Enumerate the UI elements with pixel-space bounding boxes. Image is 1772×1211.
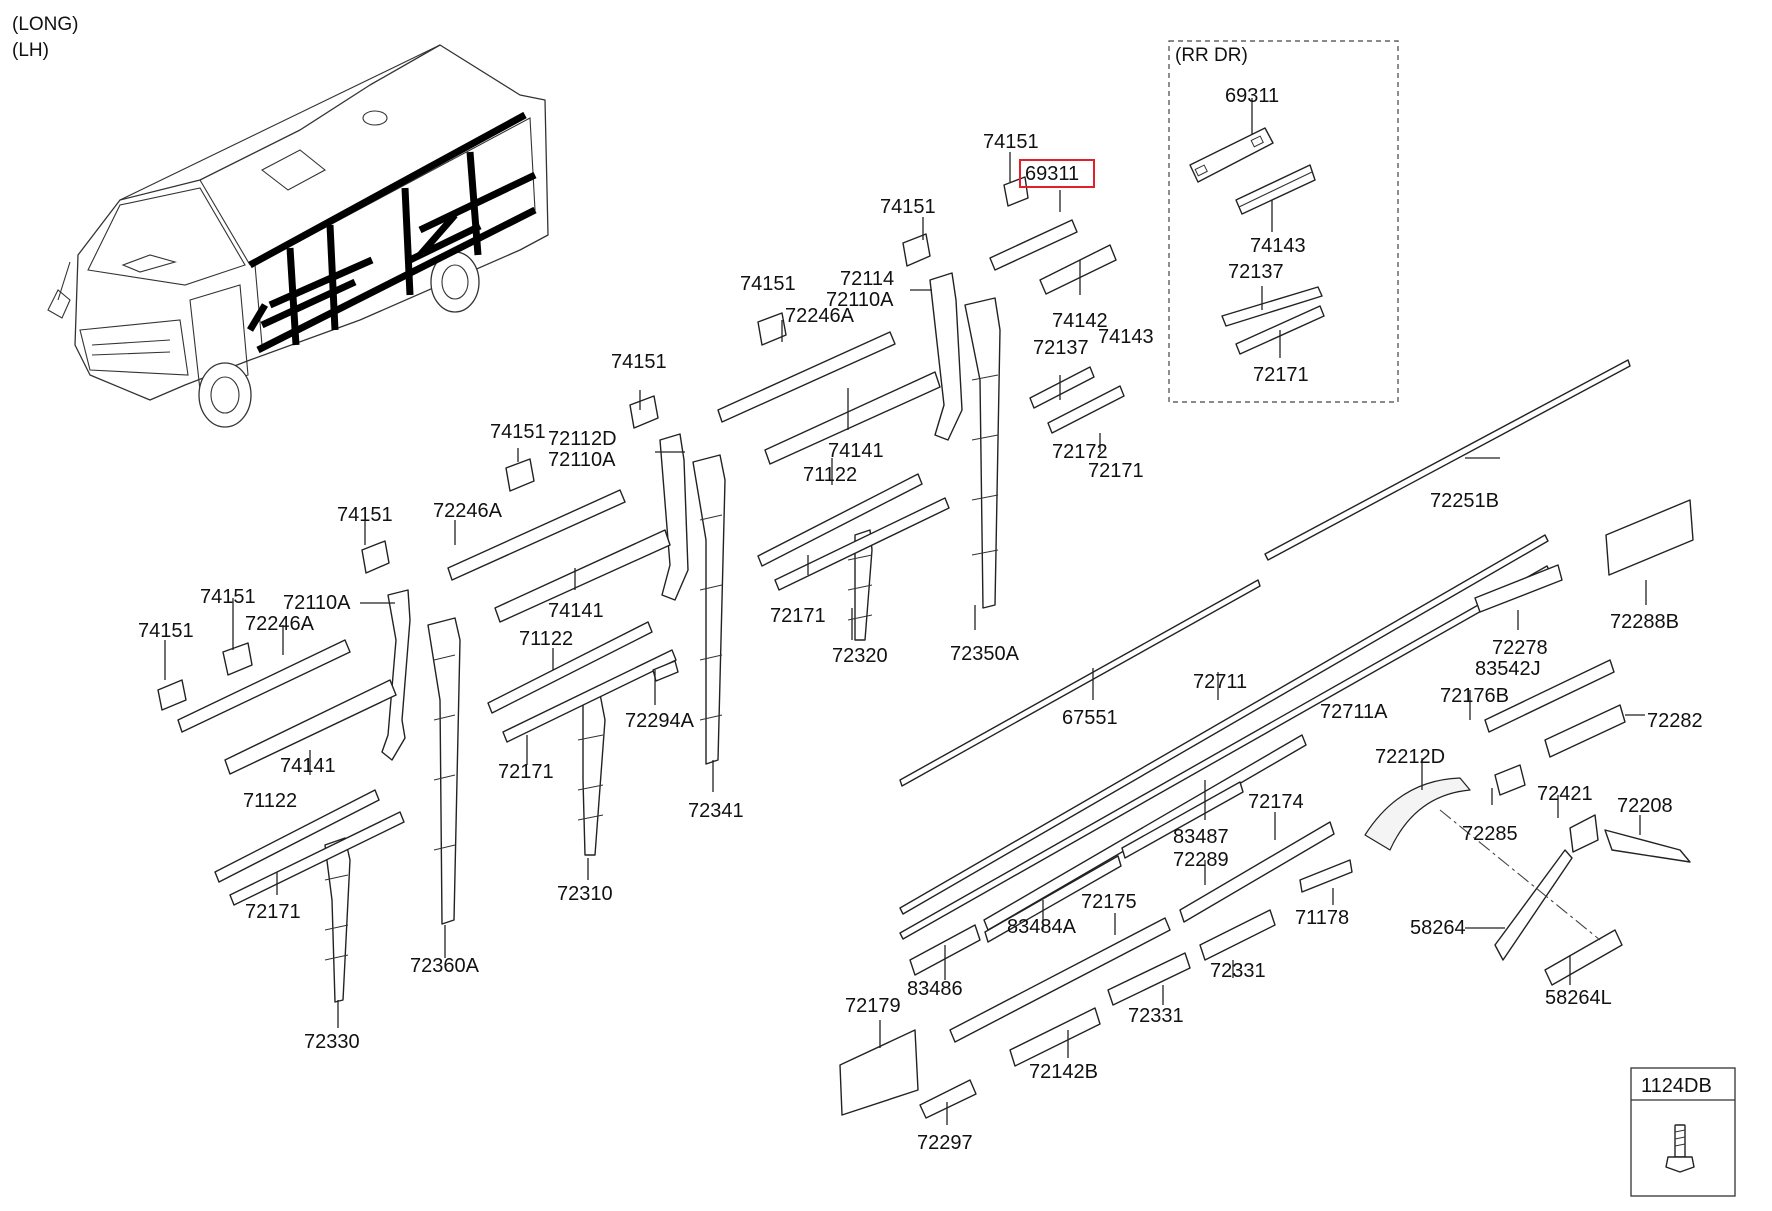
fastener-label[interactable]: 1124DB (1641, 1075, 1712, 1097)
side-note: (LH) (12, 40, 49, 61)
part-label-72331[interactable]: 72331 (1128, 1005, 1184, 1027)
part-label-83486[interactable]: 83486 (907, 978, 963, 1000)
fastener-box: 1124DB (1630, 1067, 1736, 1197)
part-label-74151[interactable]: 74151 (490, 421, 546, 443)
part-label-58264L[interactable]: 58264L (1545, 987, 1612, 1009)
part-label-72711A[interactable]: 72711A (1320, 701, 1388, 723)
part-label-74151[interactable]: 74151 (740, 273, 796, 295)
rails (177, 219, 1125, 906)
part-label-72341[interactable]: 72341 (688, 800, 744, 822)
model-note: (LONG) (12, 14, 79, 35)
part-label-69311-highlighted[interactable]: 69311 (1025, 163, 1079, 185)
inset-part-label-72171[interactable]: 72171 (1253, 364, 1309, 386)
part-label-83487[interactable]: 83487 (1173, 826, 1229, 848)
part-label-72112D[interactable]: 72112D (548, 428, 617, 450)
part-label-72288B[interactable]: 72288B (1610, 611, 1679, 633)
part-label-72176B[interactable]: 72176B (1440, 685, 1509, 707)
inset-part-label-72137[interactable]: 72137 (1228, 261, 1284, 283)
pillars (324, 272, 1001, 1003)
part-label-74151[interactable]: 74151 (337, 504, 393, 526)
part-label-72171[interactable]: 72171 (245, 901, 301, 923)
part-label-72179[interactable]: 72179 (845, 995, 901, 1017)
part-label-72142B[interactable]: 72142B (1029, 1061, 1098, 1083)
part-label-74151[interactable]: 74151 (200, 586, 256, 608)
part-label-74151[interactable]: 74151 (880, 196, 936, 218)
part-label-72208[interactable]: 72208 (1617, 795, 1673, 817)
part-label-74151[interactable]: 74151 (983, 131, 1039, 153)
part-label-72137[interactable]: 72137 (1033, 337, 1089, 359)
highlight-box (1019, 159, 1095, 188)
part-label-71122[interactable]: 71122 (243, 790, 297, 812)
part-label-72711[interactable]: 72711 (1193, 671, 1247, 693)
part-label-72212D[interactable]: 72212D (1375, 746, 1445, 768)
part-label-72110A[interactable]: 72110A (826, 289, 894, 311)
part-label-74151[interactable]: 74151 (611, 351, 667, 373)
part-label-71122[interactable]: 71122 (519, 628, 573, 650)
part-label-58264[interactable]: 58264 (1410, 917, 1466, 939)
inset-part-label-74143[interactable]: 74143 (1250, 235, 1306, 257)
long-rails (899, 359, 1631, 943)
part-label-72171[interactable]: 72171 (1088, 460, 1144, 482)
part-label-72171[interactable]: 72171 (498, 761, 554, 783)
lower-parts (839, 499, 1694, 1119)
part-label-72360A[interactable]: 72360A (410, 955, 480, 977)
part-label-83542J[interactable]: 83542J (1475, 658, 1541, 680)
part-label-72246A[interactable]: 72246A (785, 305, 855, 327)
part-label-72330[interactable]: 72330 (304, 1031, 360, 1053)
bus-illustration (47, 44, 549, 428)
part-label-67551[interactable]: 67551 (1062, 707, 1118, 729)
part-label-72331[interactable]: 72331 (1210, 960, 1266, 982)
part-label-72246A[interactable]: 72246A (433, 500, 503, 522)
part-label-72251B[interactable]: 72251B (1430, 490, 1499, 512)
inset-part-label-69311[interactable]: 69311 (1225, 85, 1279, 107)
part-label-71122[interactable]: 71122 (803, 464, 857, 486)
part-label-72350A[interactable]: 72350A (950, 643, 1020, 665)
part-label-72171[interactable]: 72171 (770, 605, 826, 627)
brackets (157, 176, 1029, 711)
bolt-icon (1665, 1124, 1695, 1173)
part-label-72310[interactable]: 72310 (557, 883, 613, 905)
part-label-72174[interactable]: 72174 (1248, 791, 1304, 813)
part-label-72285[interactable]: 72285 (1462, 823, 1518, 845)
part-label-72110A[interactable]: 72110A (548, 449, 616, 471)
part-label-72114[interactable]: 72114 (840, 268, 894, 290)
part-label-72175[interactable]: 72175 (1081, 891, 1137, 913)
part-label-74142[interactable]: 74142 (1052, 310, 1108, 332)
leader-lines (164, 152, 1647, 1125)
rear-door-inset: (RR DR) (1168, 40, 1399, 403)
part-label-71178[interactable]: 71178 (1295, 907, 1349, 929)
part-label-72282[interactable]: 72282 (1647, 710, 1703, 732)
part-label-72297[interactable]: 72297 (917, 1132, 973, 1154)
part-label-74151[interactable]: 74151 (138, 620, 194, 642)
part-label-74141[interactable]: 74141 (548, 600, 604, 622)
part-label-72320[interactable]: 72320 (832, 645, 888, 667)
part-label-74141[interactable]: 74141 (828, 440, 884, 462)
part-label-72246A[interactable]: 72246A (245, 613, 315, 635)
part-label-72421[interactable]: 72421 (1537, 783, 1593, 805)
part-label-83484A[interactable]: 83484A (1007, 916, 1077, 938)
part-label-72289[interactable]: 72289 (1173, 849, 1229, 871)
part-label-72294A[interactable]: 72294A (625, 710, 695, 732)
part-labels: 74151 69311 74151 72114 72110A 74151 722… (138, 85, 1703, 1154)
part-label-72110A[interactable]: 72110A (283, 592, 351, 614)
part-label-72172[interactable]: 72172 (1052, 441, 1108, 463)
part-label-74141[interactable]: 74141 (280, 755, 336, 777)
part-label-72278[interactable]: 72278 (1492, 637, 1548, 659)
part-label-74143[interactable]: 74143 (1098, 326, 1154, 348)
inset-title: (RR DR) (1175, 45, 1248, 66)
